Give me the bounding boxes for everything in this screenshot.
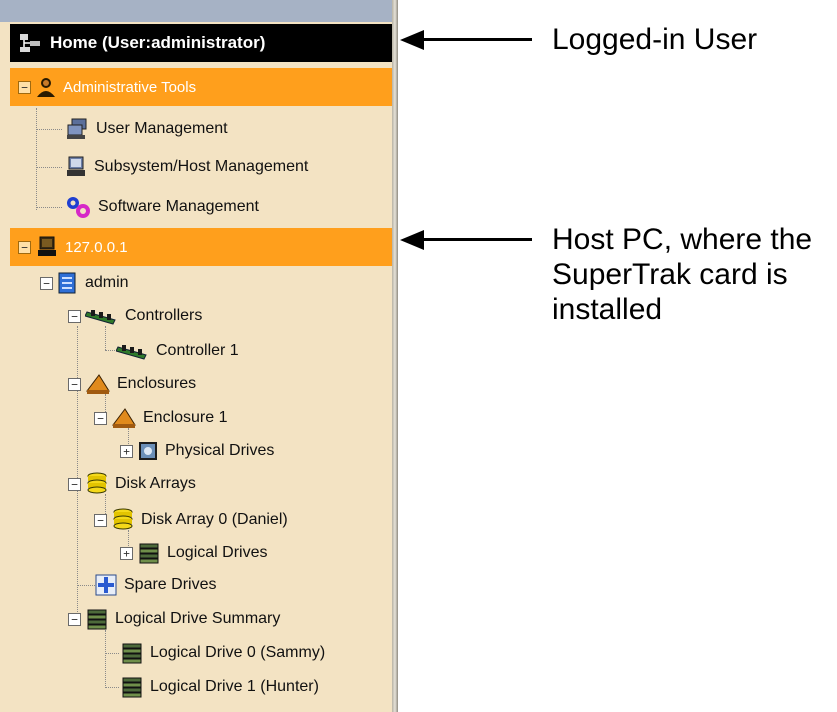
collapse-toggle[interactable]: −: [68, 477, 81, 491]
tree-guide-line: [77, 326, 78, 618]
collapse-toggle[interactable]: −: [68, 377, 81, 391]
logical-drive-icon: [139, 543, 159, 564]
drive-icon: [139, 442, 157, 460]
physical-drives-label: Physical Drives: [165, 442, 275, 459]
tree-item-enclosure-1[interactable]: − Enclosure 1: [94, 403, 228, 433]
tree-guide-line: [105, 653, 119, 654]
enclosure-icon: [86, 374, 110, 394]
collapse-toggle[interactable]: −: [18, 80, 31, 94]
collapse-toggle[interactable]: −: [68, 612, 81, 626]
annotation-host-pc-line2: SuperTrak card is: [552, 258, 788, 291]
raid-card-icon: [85, 310, 116, 325]
logical-drive-icon: [122, 677, 142, 698]
tree-item-disk-array-0[interactable]: − Disk Array 0 (Daniel): [94, 505, 288, 535]
collapse-toggle[interactable]: −: [94, 411, 107, 425]
tree-guide-line: [105, 687, 119, 688]
server-icon: [58, 272, 76, 294]
gears-icon: [67, 197, 90, 218]
tree-guide-line: [105, 350, 115, 351]
administrative-tools-label: Administrative Tools: [63, 78, 197, 96]
annotation-logged-in-user: Logged-in User: [552, 23, 758, 56]
spare-drive-icon: [95, 574, 117, 596]
expand-toggle[interactable]: +: [120, 546, 133, 560]
admin-label: admin: [85, 274, 129, 291]
tree-guide-line: [36, 129, 62, 130]
annotation-host-pc-line3: installed: [552, 293, 663, 326]
enclosure-1-label: Enclosure 1: [143, 409, 228, 426]
tree-item-logical-drive-1[interactable]: Logical Drive 1 (Hunter): [120, 672, 319, 702]
users-computer-icon: [67, 118, 87, 139]
tree-guide-line: [128, 530, 129, 552]
tree-item-enclosures[interactable]: − Enclosures: [68, 369, 196, 399]
tree-item-logical-drive-summary[interactable]: − Logical Drive Summary: [68, 604, 280, 634]
enclosure-icon: [112, 408, 136, 428]
collapse-toggle[interactable]: −: [18, 240, 31, 254]
computer-icon: [67, 156, 85, 176]
arrow-head-host-pc: [400, 230, 424, 250]
tree-item-subsystem-host-management[interactable]: Subsystem/Host Management: [64, 152, 308, 182]
subsystem-host-management-label: Subsystem/Host Management: [94, 158, 309, 175]
spare-drives-label: Spare Drives: [124, 576, 217, 593]
tree-item-disk-arrays[interactable]: − Disk Arrays: [68, 469, 196, 499]
collapse-toggle[interactable]: −: [40, 276, 53, 290]
tree-guide-line: [36, 167, 62, 168]
logical-drive-icon: [87, 609, 107, 630]
tree-guide-line: [36, 207, 62, 208]
host-node[interactable]: − 127.0.0.1: [10, 228, 392, 266]
disk-stack-icon: [87, 472, 107, 494]
administrative-tools-node[interactable]: − Administrative Tools: [10, 68, 392, 106]
annotation-host-pc: Host PC, where the SuperTrak card is ins…: [552, 222, 812, 327]
tree-item-spare-drives[interactable]: Spare Drives: [94, 570, 216, 600]
arrow-line-logged-in-user: [420, 38, 532, 41]
tree-item-logical-drives[interactable]: + Logical Drives: [120, 538, 267, 568]
tree-item-logical-drive-0[interactable]: Logical Drive 0 (Sammy): [120, 638, 325, 668]
disk-arrays-label: Disk Arrays: [115, 475, 196, 492]
collapse-toggle[interactable]: −: [94, 513, 107, 527]
user-bust-icon: [37, 78, 55, 97]
disk-array-0-label: Disk Array 0 (Daniel): [141, 511, 288, 528]
tree-item-controller-1[interactable]: Controller 1: [116, 336, 239, 366]
tree-item-software-management[interactable]: Software Management: [64, 192, 259, 222]
logical-drive-summary-label: Logical Drive Summary: [115, 610, 281, 627]
tree-guide-line: [105, 394, 106, 418]
logical-drives-label: Logical Drives: [167, 544, 268, 561]
panel-top-strip: [0, 0, 392, 22]
tree-guide-line: [105, 494, 106, 518]
raid-card-icon: [116, 345, 147, 360]
network-tree-icon: [20, 34, 40, 52]
software-management-label: Software Management: [98, 198, 259, 215]
enclosures-label: Enclosures: [117, 375, 197, 392]
expand-toggle[interactable]: +: [120, 444, 133, 458]
disk-stack-icon: [113, 508, 133, 530]
user-management-label: User Management: [96, 120, 228, 137]
controllers-label: Controllers: [125, 307, 203, 324]
tree-guide-line: [105, 326, 106, 350]
tree-guide-line: [36, 108, 37, 210]
annotation-host-pc-line1: Host PC, where the: [552, 223, 813, 256]
tree-item-controllers[interactable]: − Controllers: [68, 301, 202, 331]
tree-guide-line: [77, 585, 95, 586]
home-node[interactable]: Home (User:administrator): [10, 24, 392, 62]
tree-panel: Home (User:administrator) − Administrati…: [0, 0, 398, 712]
arrow-line-host-pc: [420, 238, 532, 241]
tree-item-physical-drives[interactable]: + Physical Drives: [120, 436, 274, 466]
collapse-toggle[interactable]: −: [68, 309, 81, 323]
tree-item-admin[interactable]: − admin: [40, 268, 129, 298]
host-label: 127.0.0.1: [65, 238, 128, 256]
controller-1-label: Controller 1: [156, 342, 239, 359]
panel-scrollbar-border[interactable]: [392, 0, 398, 712]
tree-guide-line: [128, 428, 129, 452]
computer-icon: [38, 236, 56, 256]
logical-drive-1-label: Logical Drive 1 (Hunter): [150, 678, 319, 695]
tree-item-user-management[interactable]: User Management: [64, 114, 228, 144]
home-label: Home (User:administrator): [50, 33, 266, 52]
logical-drive-icon: [122, 643, 142, 664]
arrow-head-logged-in-user: [400, 30, 424, 50]
logical-drive-0-label: Logical Drive 0 (Sammy): [150, 644, 326, 661]
tree-guide-line: [105, 630, 106, 688]
